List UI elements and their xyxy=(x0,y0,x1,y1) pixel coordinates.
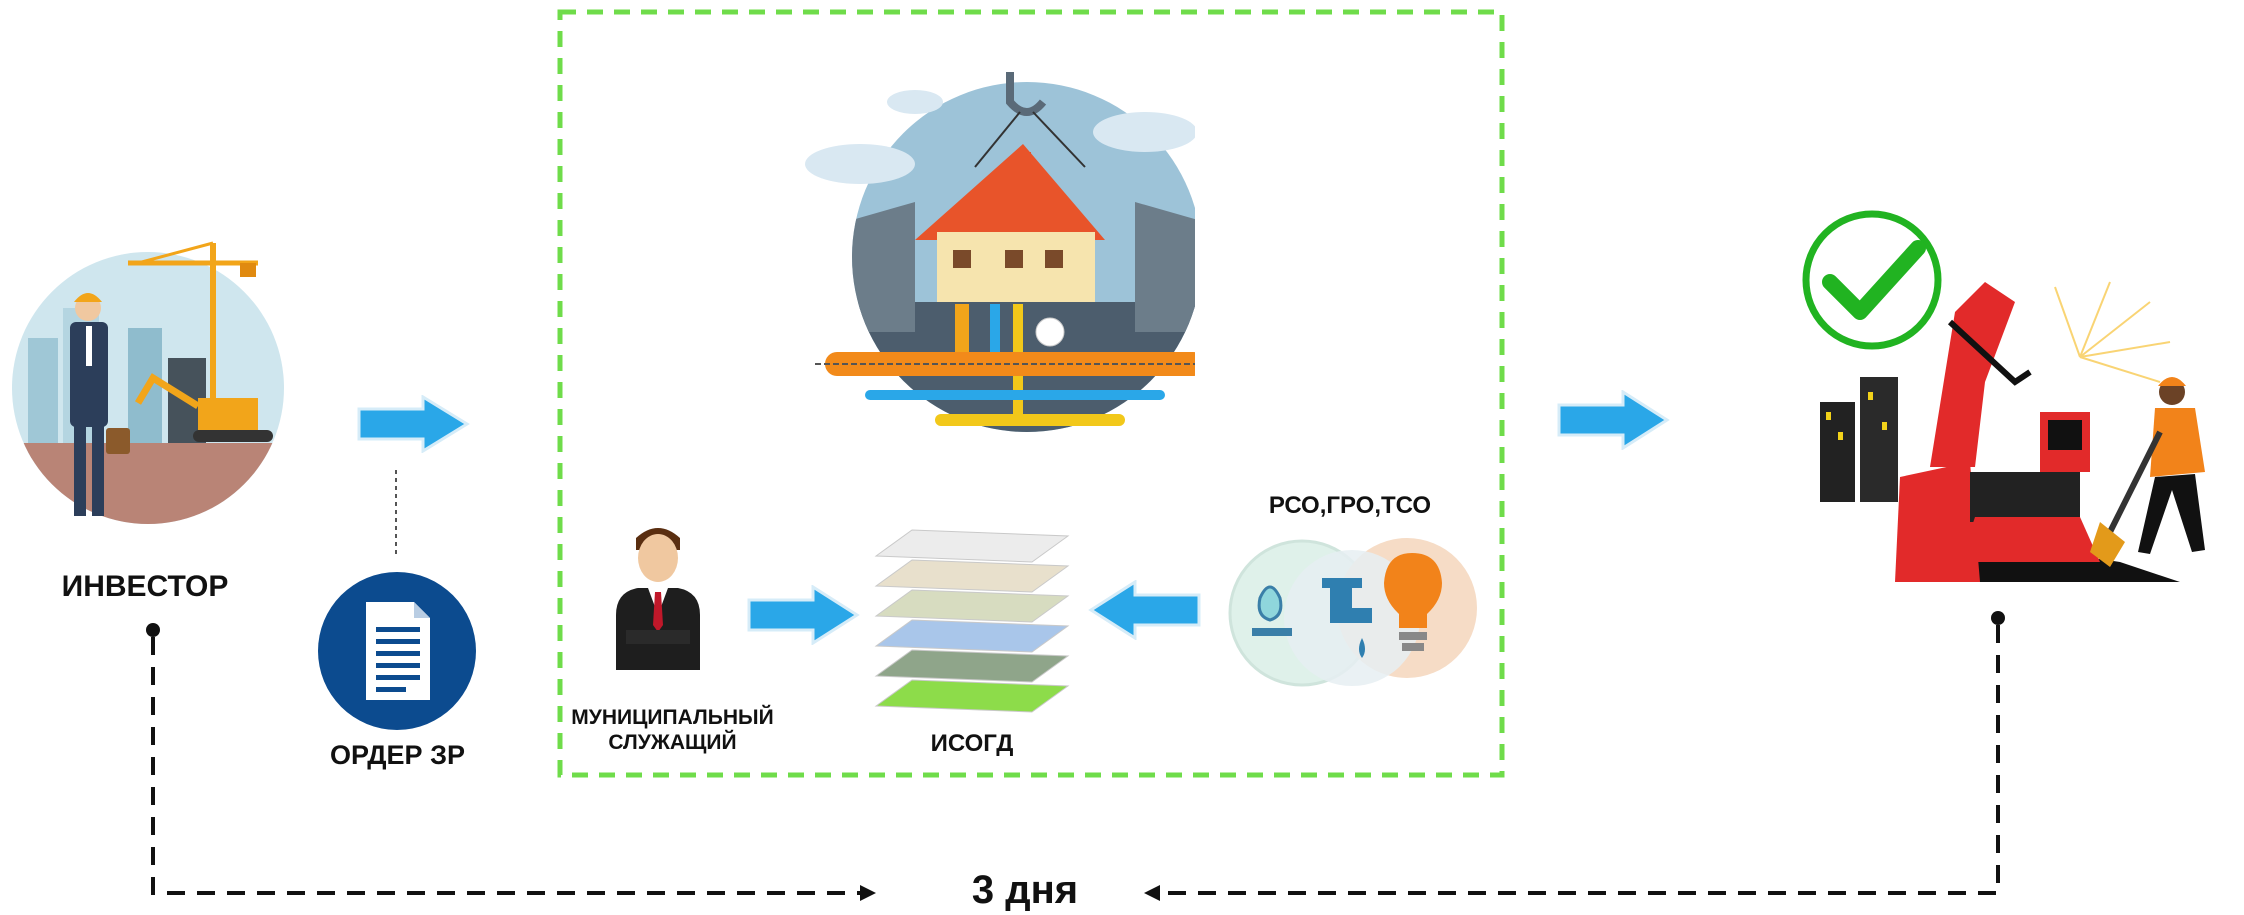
isogd-label: ИСОГД xyxy=(930,730,1014,757)
utilities-label: РСО,ГРО,ТСО xyxy=(1268,492,1432,519)
excavator-worker-icon xyxy=(1800,262,2240,592)
official-person-icon xyxy=(608,520,708,675)
official-label: МУНИЦИПАЛЬНЫЙ СЛУЖАЩИЙ xyxy=(565,705,780,755)
official-label-line2: СЛУЖАЩИЙ xyxy=(608,731,737,754)
checkmark-icon xyxy=(1800,208,1945,353)
gas-water-electricity-icon xyxy=(1222,528,1477,688)
document-icon xyxy=(318,572,476,730)
arrow-right-icon xyxy=(355,395,470,453)
order-label: ОРДЕР ЗР xyxy=(330,740,465,770)
timeline-label: 3 дня xyxy=(971,868,1079,912)
investor-label: ИНВЕСТОР xyxy=(61,570,229,603)
arrow-left-icon xyxy=(1088,580,1203,640)
official-label-line1: МУНИЦИПАЛЬНЫЙ xyxy=(571,706,774,729)
arrow-right-icon xyxy=(1555,390,1670,450)
map-layers-icon xyxy=(872,522,1072,717)
house-utilities-icon xyxy=(805,72,1195,457)
arrow-right-icon xyxy=(745,585,860,645)
construction-investor-icon xyxy=(8,228,284,546)
